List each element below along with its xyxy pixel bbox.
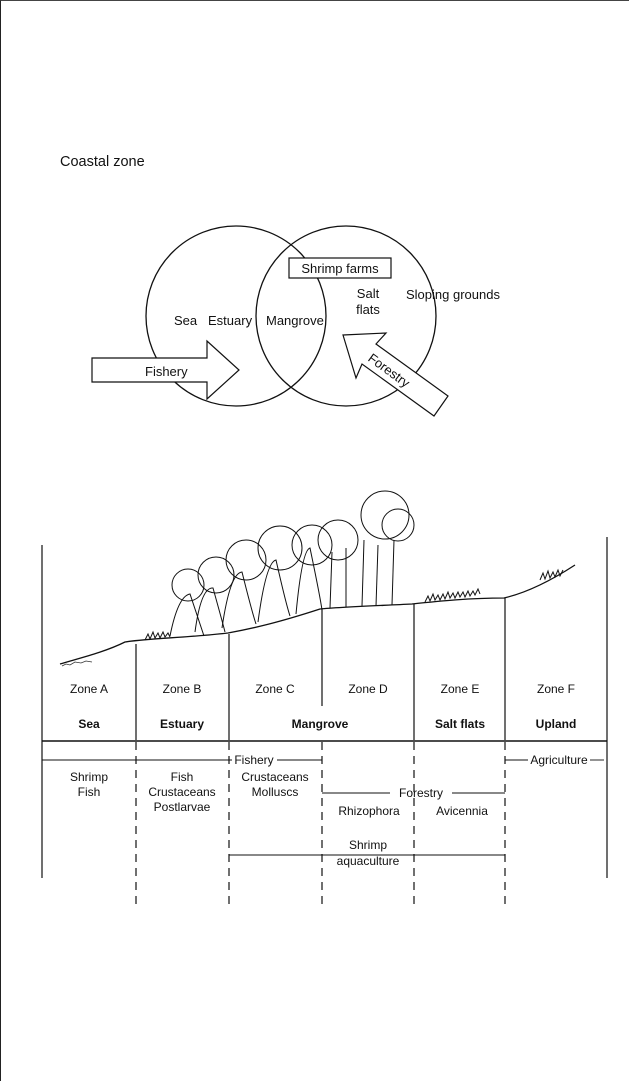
shrimp-farms-box — [288, 257, 392, 279]
activity-labels: Fishery Agriculture Forestry Shrimp Fish… — [70, 753, 588, 868]
venn-flats-label: flats — [356, 302, 380, 317]
tree-crown-6 — [317, 519, 359, 561]
zone-f-name: Upland — [536, 717, 577, 731]
zone-c-label: Zone C — [255, 682, 295, 696]
tree-crown-4 — [257, 525, 303, 571]
tree-crown-3 — [225, 539, 267, 581]
zone-b-activity-3: Postlarvae — [154, 800, 211, 814]
venn-sea-label: Sea — [174, 313, 198, 328]
shrimp-aquaculture-label-2: aquaculture — [337, 854, 400, 868]
forestry-arrow — [342, 332, 449, 417]
tree-crown-7 — [360, 490, 410, 540]
tree-crown-5 — [291, 524, 333, 566]
tree-roots-5 — [295, 547, 323, 615]
activity-range-lines — [42, 759, 604, 856]
zone-b-name: Estuary — [160, 717, 204, 731]
tree-crown-1 — [171, 568, 205, 602]
zone-d-label: Zone D — [348, 682, 388, 696]
zone-labels: Zone A Zone B Zone C Zone D Zone E Zone … — [70, 682, 576, 731]
tree-roots-1 — [169, 593, 205, 637]
tree-crown-8 — [381, 508, 415, 542]
avicennia-label: Avicennia — [436, 804, 488, 818]
tree-trunk-8 — [361, 539, 365, 607]
venn-diagram: Shrimp farms Sea Estuary Mangrove Salt f… — [91, 225, 500, 417]
zone-a-activity-1: Shrimp — [70, 770, 108, 784]
zone-dividers-solid — [135, 598, 506, 740]
venn-estuary-label: Estuary — [208, 313, 253, 328]
tree-roots-4 — [257, 559, 291, 623]
zone-a-name: Sea — [78, 717, 100, 731]
zone-c-activity-2: Molluscs — [252, 785, 299, 799]
tree-trunk-10 — [391, 539, 395, 606]
zone-b-label: Zone B — [163, 682, 202, 696]
venn-sloping-label: Sloping grounds — [406, 287, 500, 302]
fishery-arrow-label: Fishery — [145, 364, 188, 379]
venn-circle-land — [255, 225, 437, 407]
zone-e-name: Salt flats — [435, 717, 485, 731]
venn-salt-label: Salt — [357, 286, 380, 301]
grass-vegetation — [144, 568, 564, 641]
zone-e-label: Zone E — [441, 682, 480, 696]
tree-trunk-9 — [375, 544, 379, 607]
rhizophora-label: Rhizophora — [338, 804, 400, 818]
terrain-profile — [59, 564, 576, 665]
page-title: Coastal zone — [60, 154, 145, 170]
venn-circle-sea — [145, 225, 327, 407]
cross-section: Zone A Zone B Zone C Zone D Zone E Zone … — [41, 490, 608, 905]
tree-roots-2 — [194, 587, 226, 633]
venn-mangrove-label: Mangrove — [266, 313, 324, 328]
tree-trunk-6 — [329, 551, 333, 609]
zone-cd-name: Mangrove — [292, 717, 349, 731]
forestry-label: Forestry — [399, 786, 443, 800]
mangrove-trees — [169, 490, 415, 637]
agriculture-label: Agriculture — [530, 753, 588, 767]
sea-shore-texture — [61, 660, 93, 667]
zone-a-label: Zone A — [70, 682, 108, 696]
zone-c-activity-1: Crustaceans — [241, 770, 308, 784]
zone-b-activity-2: Crustaceans — [148, 785, 215, 799]
tree-crown-2 — [197, 556, 235, 594]
shrimp-farms-label: Shrimp farms — [301, 261, 379, 276]
zone-f-label: Zone F — [537, 682, 575, 696]
zone-dividers-dashed — [135, 742, 506, 905]
zone-b-activity-1: Fish — [171, 770, 194, 784]
zone-a-activity-2: Fish — [78, 785, 101, 799]
shrimp-aquaculture-label-1: Shrimp — [349, 838, 387, 852]
fishery-arrow — [91, 339, 240, 401]
fishery-label: Fishery — [234, 753, 273, 767]
tree-roots-3 — [221, 571, 257, 629]
